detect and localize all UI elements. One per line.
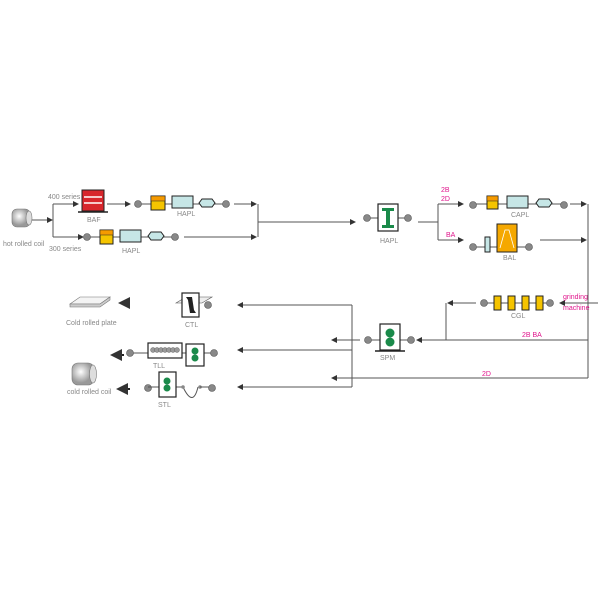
route-2b-label: 2B bbox=[441, 187, 450, 194]
cgl-line-icon bbox=[480, 295, 554, 311]
baf-label: BAF bbox=[87, 217, 101, 224]
route-ba-label: BA bbox=[446, 232, 456, 239]
route-2d-label: 2D bbox=[441, 196, 450, 203]
bal-line-icon bbox=[469, 223, 533, 253]
spm-label: SPM bbox=[380, 355, 395, 362]
series-300-label: 300 series bbox=[49, 246, 82, 253]
cold-rolled-plate-icon bbox=[69, 296, 111, 308]
capl-label: CAPL bbox=[511, 212, 529, 219]
grinding-machine-label-1: grinding bbox=[563, 294, 588, 301]
stl-line-icon bbox=[144, 371, 216, 398]
hapl-bottom-line-icon bbox=[83, 229, 179, 245]
capl-line-icon bbox=[469, 195, 568, 210]
bal-label: BAL bbox=[503, 255, 516, 262]
hapl-bottom-label: HAPL bbox=[122, 248, 140, 255]
hot-rolled-coil-icon bbox=[11, 208, 33, 228]
ctl-line-icon bbox=[174, 292, 214, 318]
ctl-label: CTL bbox=[185, 322, 198, 329]
series-400-label: 400 series bbox=[48, 194, 81, 201]
cold-plate-label: Cold rolled plate bbox=[66, 320, 117, 327]
tll-line-icon bbox=[126, 342, 218, 367]
cold-rolled-coil-icon bbox=[71, 362, 97, 386]
route-2d-bottom-label: 2D bbox=[482, 371, 491, 378]
hapl-top-label: HAPL bbox=[177, 211, 195, 218]
tll-label: TLL bbox=[153, 363, 165, 370]
stl-label: STL bbox=[158, 402, 171, 409]
spm-mill-icon bbox=[364, 323, 415, 352]
hot-coil-label: hot rolled coil bbox=[3, 241, 45, 248]
hapl-mill-icon bbox=[363, 203, 412, 232]
hapl-top-line-icon bbox=[134, 195, 230, 211]
grinding-machine-label-2: machine bbox=[563, 305, 590, 312]
cgl-label: CGL bbox=[511, 313, 526, 320]
baf-furnace-icon bbox=[78, 189, 108, 213]
cold-coil-label: cold rolled coil bbox=[67, 389, 112, 396]
route-2b-ba-label: 2B BA bbox=[522, 332, 542, 339]
hapl-mill-label: HAPL bbox=[380, 238, 398, 245]
